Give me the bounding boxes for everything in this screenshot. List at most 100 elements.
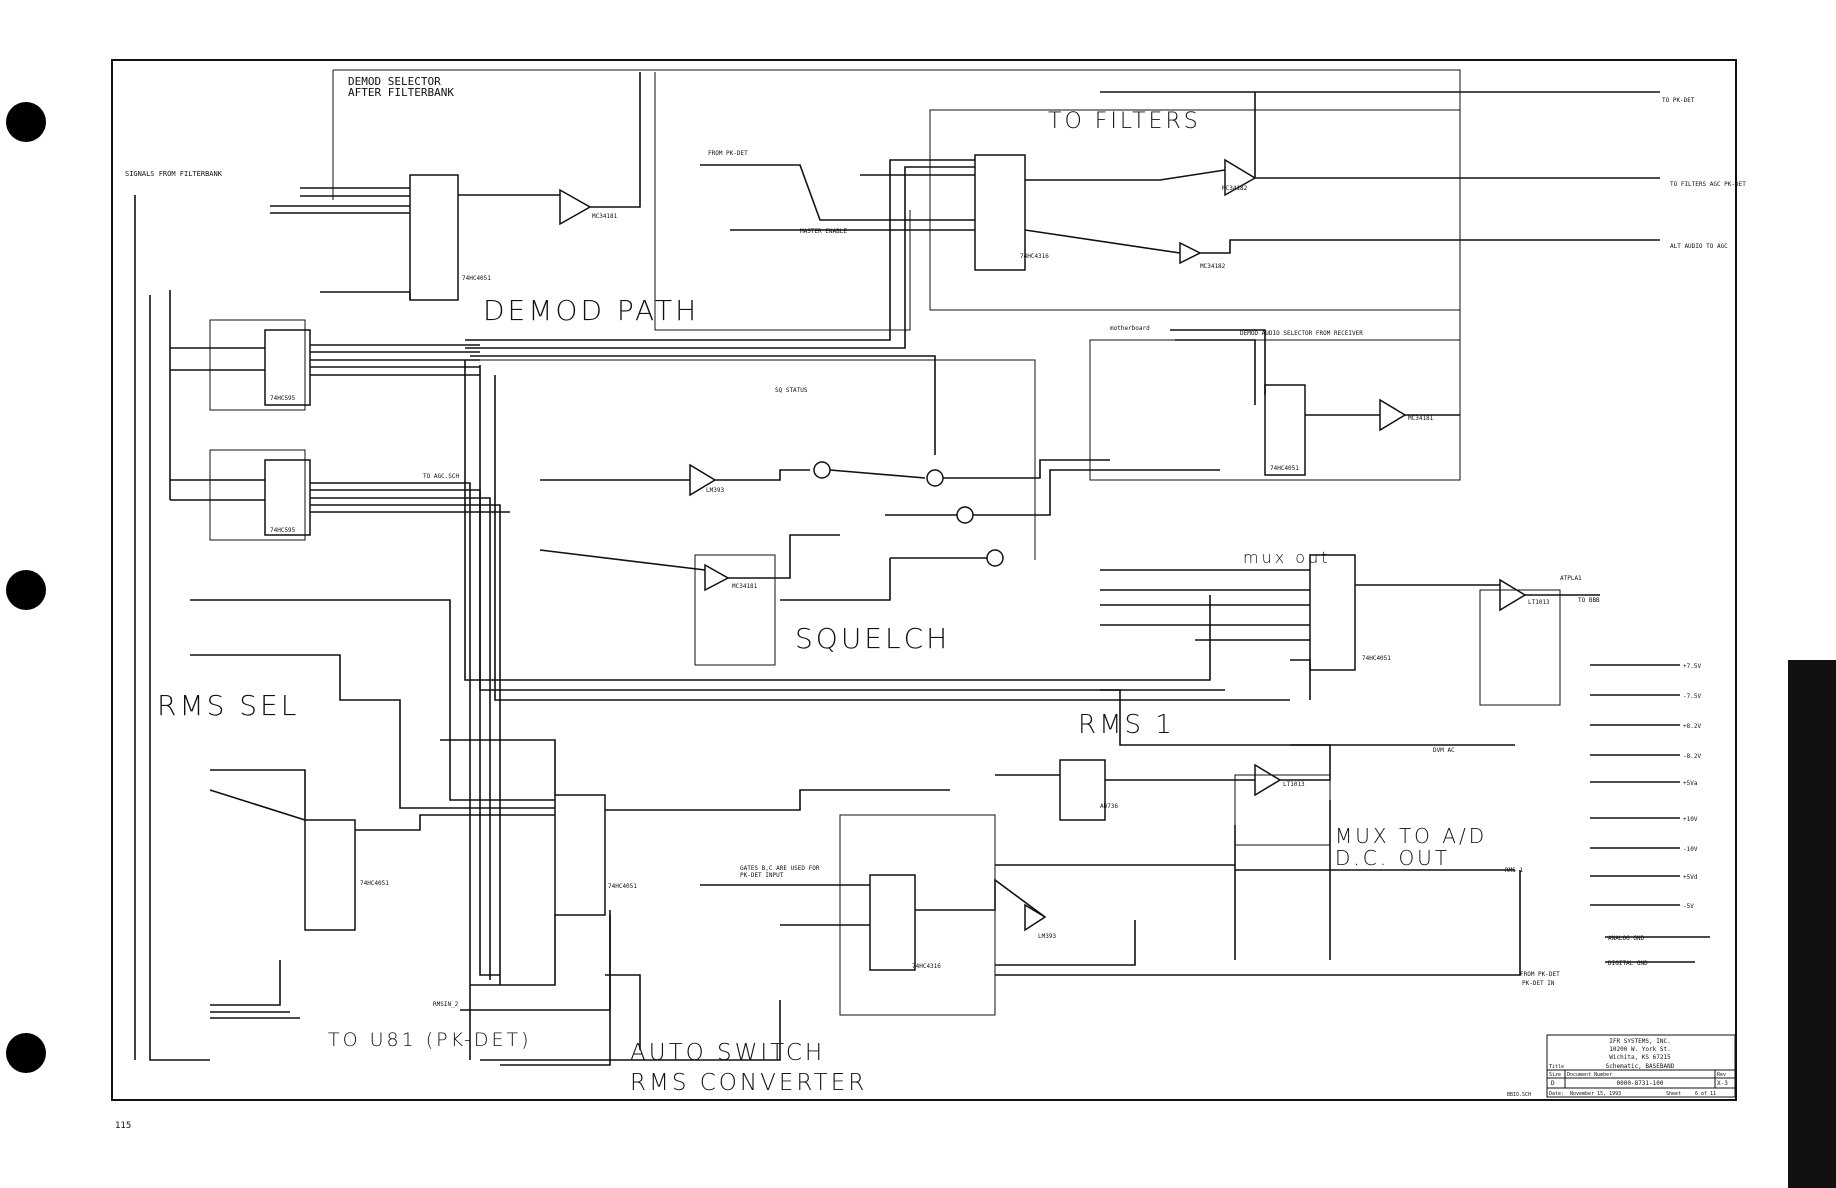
u43-part: 74HC4051 (360, 880, 389, 887)
wire (1200, 239, 1660, 254)
net-rms1: RMS 1 (1505, 867, 1523, 874)
q4-transistor (986, 549, 1004, 567)
supply-label: +5Va (1683, 780, 1698, 787)
q3-transistor (956, 506, 974, 524)
u40-part: LT1013 (1283, 781, 1305, 788)
block-title-rms-sel: RMS SEL (157, 689, 299, 722)
wire (500, 910, 611, 1066)
wire (605, 789, 950, 811)
u49-chip (869, 874, 916, 971)
u8-part: 74HC4316 (1020, 253, 1049, 260)
u5b-part: MC34182 (1200, 263, 1226, 270)
wire (470, 915, 556, 986)
receiver-selector-area (1089, 339, 1461, 481)
block-title-demod-path: DEMOD PATH (483, 294, 699, 327)
binder-hole-middle (6, 570, 46, 610)
wire (1290, 659, 1311, 700)
u39-part: 74HC595 (270, 527, 296, 534)
net-from-pk-det: FROM PK-DET (708, 150, 748, 157)
block-title-rms-converter: RMS CONVERTER (630, 1070, 867, 1096)
net-alt-audio: ALT AUDIO TO AGC (1670, 243, 1728, 250)
wire (460, 915, 611, 1011)
block-title-mux-to-ad: MUX TO A/D (1335, 824, 1487, 848)
u1-chip (1264, 384, 1306, 476)
wire (210, 960, 281, 1006)
net-atplai: ATPLA1 (1560, 575, 1582, 582)
note-gates-2: PK-DET INPUT (740, 872, 784, 879)
supply-label: -7.5V (1683, 693, 1701, 700)
demod-path-border (654, 72, 911, 331)
u29-part: LM393 (1038, 933, 1056, 940)
tb-doc-label: Document Number (1567, 1072, 1612, 1078)
net-pk-det-in: PK-DET IN (1522, 980, 1555, 987)
block-title-dc-out: D.C. OUT (1335, 846, 1450, 870)
wire (995, 920, 1136, 966)
u37-part: 74HC595 (270, 395, 296, 402)
wire (209, 789, 306, 821)
net-to-agc-sch: TO AGC.SCH (423, 473, 460, 480)
wire (190, 654, 555, 809)
u29-opamp (1024, 903, 1047, 932)
block-title-to-filters: TO FILTERS (1048, 109, 1201, 134)
tb-rev: X-3 (1717, 1080, 1728, 1087)
wire (320, 291, 411, 300)
u36-opamp (559, 188, 592, 226)
wire (355, 814, 555, 831)
tb-address1: 10200 W. York St. (1609, 1046, 1670, 1053)
binder-hole-top (6, 102, 46, 142)
wire (915, 878, 1046, 918)
block-title-rms-1: RMS 1 (1078, 710, 1175, 740)
u4-part: MC34181 (1408, 415, 1434, 422)
u1-part: 74HC4051 (1270, 465, 1299, 472)
u38-part: LT1013 (1528, 599, 1550, 606)
u39-outline (209, 449, 306, 541)
u36-part: MC34181 (592, 213, 618, 220)
wire (310, 482, 471, 1060)
u41-part: AD736 (1100, 803, 1118, 810)
note-demod-selector-1: DEMOD SELECTOR (348, 75, 441, 88)
wire (973, 469, 1220, 516)
net-sq-status: SQ STATUS (775, 387, 808, 394)
u41-chip (1059, 759, 1106, 821)
wire (1024, 229, 1181, 254)
wire (310, 497, 491, 980)
note-demod-selector-2: AFTER FILTERBANK (348, 86, 454, 99)
u21-part: 74HC4051 (1362, 655, 1391, 662)
u45-chip (409, 174, 459, 301)
u8-chip (974, 154, 1026, 271)
wire (440, 739, 556, 795)
tb-date: November 15, 1993 (1570, 1091, 1621, 1097)
net-master-enable: MASTER ENABLE (800, 228, 847, 235)
bus-wire (465, 166, 975, 349)
net-to-bbb: TO BBB (1578, 597, 1600, 604)
wire (700, 164, 975, 221)
tb-company: IFR SYSTEMS, INC. (1609, 1038, 1670, 1045)
bus-wire (465, 159, 975, 341)
wire (1025, 169, 1226, 181)
u38-opamp (1499, 578, 1527, 612)
tb-title-label: Title (1549, 1064, 1564, 1070)
net-to-filters-agc: TO FILTERS AGC PK-DET (1670, 181, 1746, 188)
q1-transistor (813, 461, 831, 479)
wire (480, 1000, 781, 1061)
u5a-opamp (1224, 158, 1257, 197)
tb-doc-number: 0000-8731-100 (1617, 1080, 1664, 1087)
wire (590, 72, 641, 208)
u49-area (839, 814, 996, 1016)
wire (149, 295, 210, 1061)
u5a-part: MC34182 (1222, 185, 1248, 192)
u2-part: MC34181 (732, 583, 758, 590)
tb-size-label: Size (1549, 1072, 1561, 1078)
net-dvm-ac: DVM AC (1433, 747, 1455, 754)
net-digital-gnd: DIGITAL GND (1608, 960, 1648, 967)
note-demod-audio-selector: DEMOD AUDIO SELECTOR FROM RECEIVER (1240, 330, 1363, 337)
tb-sheet: 6 of 11 (1695, 1091, 1716, 1097)
u37-outline (209, 319, 306, 411)
supply-label: -5V (1683, 903, 1694, 910)
supply-label: +5Vd (1683, 874, 1698, 881)
wire (780, 558, 891, 601)
u37-chip (264, 329, 311, 406)
note-signals-from-filterbank: SIGNALS FROM FILTERBANK (125, 170, 223, 178)
block-title-to-u81: TO U81 (PK-DET) (328, 1029, 532, 1051)
supply-label: +7.5V (1683, 663, 1701, 670)
